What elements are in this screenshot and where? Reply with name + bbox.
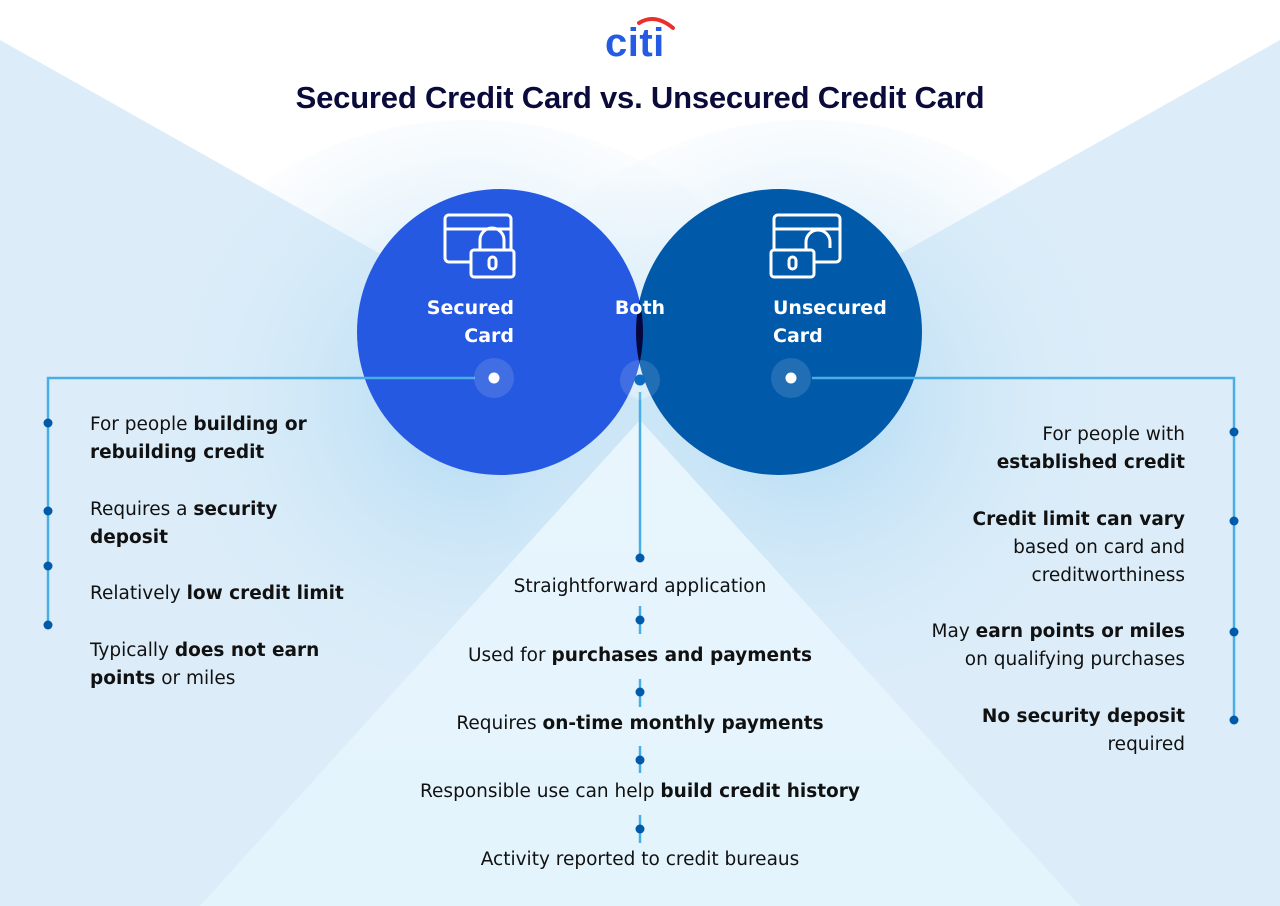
page-title: Secured Credit Card vs. Unsecured Credit… (295, 80, 985, 115)
secured-item: Requires a security deposit (90, 499, 278, 548)
unsecured-label: Unsecured Card (773, 294, 923, 350)
svg-text:citi: citi (605, 21, 665, 60)
secured-connector (43, 376, 475, 630)
unsecured-item: No security deposit required (981, 706, 1185, 755)
secured-label: Secured Card (380, 294, 514, 350)
unsecured-connector (812, 376, 1239, 725)
both-item: Straightforward application (513, 576, 767, 597)
unsecured-item: For people with established credit (996, 424, 1185, 473)
unsecured-node (771, 358, 811, 398)
secured-item: Typically does not earn points or miles (90, 640, 320, 689)
unsecured-label-line2: Card (773, 325, 823, 347)
secured-item: For people building or rebuilding credit (90, 414, 307, 463)
citi-logo: citi (605, 17, 675, 60)
unlocked-card-icon (769, 213, 842, 279)
both-item: Activity reported to credit bureaus (480, 849, 800, 870)
both-connector (635, 392, 645, 843)
locked-card-icon (443, 213, 516, 279)
both-item: Used for purchases and payments (467, 645, 813, 666)
secured-label-line2: Card (464, 325, 514, 347)
unsecured-item: Credit limit can vary based on card and … (972, 509, 1186, 586)
secured-item: Relatively low credit limit (90, 583, 344, 604)
unsecured-circle (636, 189, 922, 475)
both-item: Responsible use can help build credit hi… (420, 781, 860, 802)
both-item: Requires on-time monthly payments (456, 713, 824, 734)
both-label-text: Both (614, 297, 666, 319)
both-node (620, 360, 660, 400)
secured-circle (357, 189, 643, 475)
secured-node (474, 358, 514, 398)
both-label: Both (590, 294, 690, 322)
unsecured-item: May earn points or miles on qualifying p… (931, 621, 1185, 670)
secured-label-line1: Secured (426, 297, 514, 319)
unsecured-label-line1: Unsecured (773, 297, 887, 319)
